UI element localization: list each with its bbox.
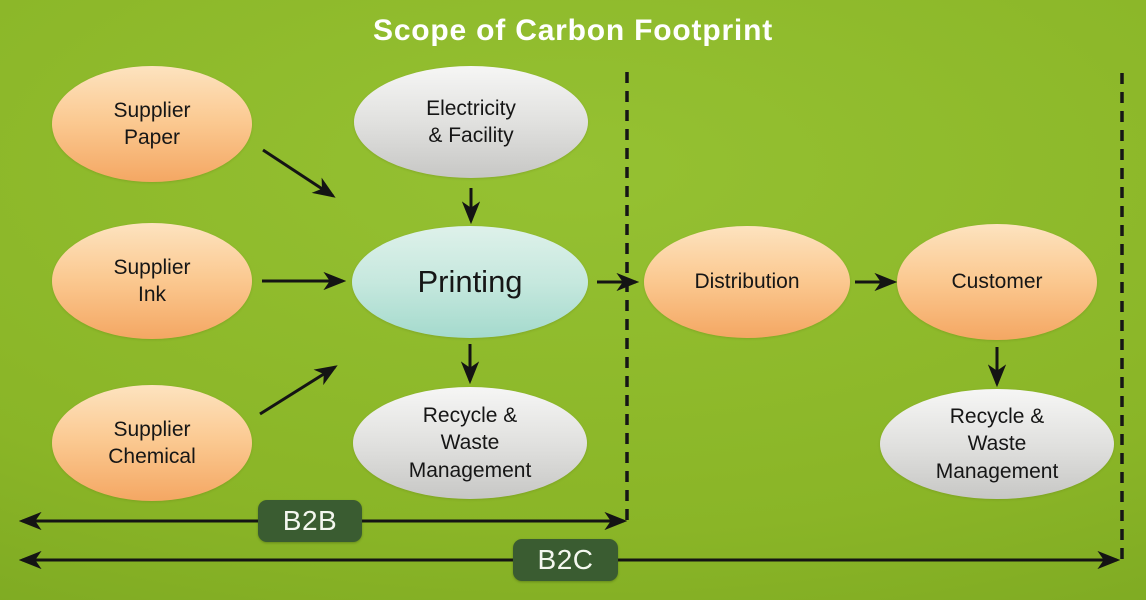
b2c-scope-badge: B2C xyxy=(513,539,618,581)
node-printing-label: Printing xyxy=(417,263,523,299)
arrow-supplier-chemical-to-printing xyxy=(259,365,338,416)
b2b-scope-badge: B2B xyxy=(258,500,362,542)
node-supplier-chemical: Supplier Chemical xyxy=(52,385,252,501)
node-distribution: Distribution xyxy=(644,226,850,338)
node-customer-label: Customer xyxy=(951,270,1043,294)
node-supplier-ink-label: Supplier Ink xyxy=(113,255,191,306)
diagram-title: Scope of Carbon Footprint xyxy=(373,14,773,47)
node-supplier-ink: Supplier Ink xyxy=(52,223,252,339)
node-recycle-waste-left-label: Recycle & Waste Management xyxy=(408,404,532,482)
b2b-scope-badge-text: B2B xyxy=(282,505,338,536)
arrow-supplier-paper-to-printing xyxy=(262,148,336,198)
node-supplier-paper: Supplier Paper xyxy=(52,66,252,182)
node-electricity-facility: Electricity & Facility xyxy=(354,66,588,178)
node-supplier-paper-label: Supplier Paper xyxy=(113,98,191,149)
node-recycle-waste-right: Recycle & Waste Management xyxy=(880,389,1114,499)
node-electricity-facility-label: Electricity & Facility xyxy=(426,96,516,147)
node-supplier-chemical-label: Supplier Chemical xyxy=(108,417,196,468)
node-distribution-label: Distribution xyxy=(694,270,800,294)
b2c-scope-badge-text: B2C xyxy=(537,544,594,575)
node-recycle-waste-right-label: Recycle & Waste Management xyxy=(935,405,1059,483)
node-customer: Customer xyxy=(897,224,1097,340)
node-printing: Printing xyxy=(352,226,588,338)
node-recycle-waste-left: Recycle & Waste Management xyxy=(353,387,587,499)
